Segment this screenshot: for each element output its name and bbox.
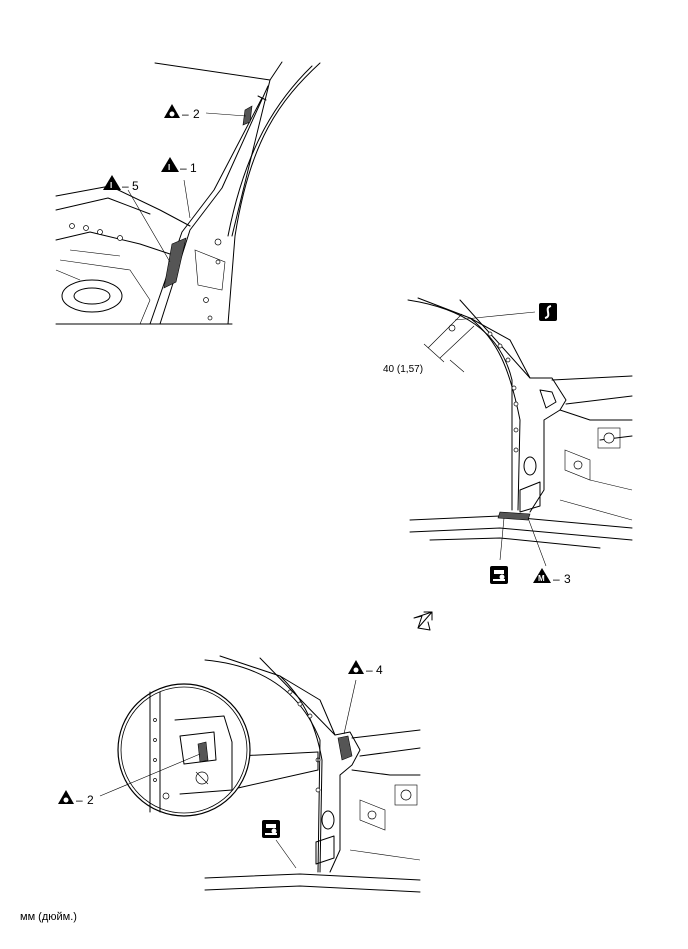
svg-text:–: – — [182, 107, 189, 121]
svg-text:–: – — [180, 161, 187, 175]
callout-bot-4: – 4 — [348, 660, 383, 677]
mig-weld-icon — [161, 157, 179, 172]
middle-view — [407, 297, 633, 567]
units-note: мм (дюйм.) — [20, 911, 77, 923]
callout-number: 5 — [132, 179, 139, 193]
zoom-inset — [99, 683, 251, 817]
weld-strip-bottom — [497, 511, 531, 521]
svg-text:M: M — [538, 574, 545, 583]
spot-weld-remover-icon — [490, 566, 508, 584]
callout-number: 2 — [87, 793, 94, 807]
callout-top-5: I – 5 — [103, 175, 139, 193]
weld-strip-inset — [197, 741, 209, 763]
svg-text:–: – — [366, 663, 373, 677]
callout-number: 2 — [193, 107, 200, 121]
callout-number: 3 — [564, 572, 571, 586]
cut-icon — [539, 303, 557, 321]
callout-top-2: – 2 — [164, 104, 200, 121]
weld-strip-pillar — [337, 735, 353, 761]
svg-text:–: – — [76, 793, 83, 807]
callout-number: 4 — [376, 663, 383, 677]
spot-sealer-icon — [164, 104, 180, 118]
bottom-view — [204, 655, 421, 893]
callout-bot-2: – 2 — [58, 790, 94, 807]
svg-text:–: – — [553, 572, 560, 586]
callout-top-1: I – 1 — [161, 157, 197, 175]
spot-weld-remover-icon-bottom — [262, 820, 280, 838]
mig-braze-icon — [533, 568, 551, 583]
top-view — [55, 61, 321, 325]
svg-text:–: – — [122, 179, 129, 193]
spot-sealer-icon — [348, 660, 364, 674]
mig-weld-icon — [103, 175, 121, 190]
weld-strip-lower — [163, 237, 187, 289]
callout-number: 1 — [190, 161, 197, 175]
callout-mid-3: M – 3 — [533, 568, 571, 586]
dimension-label: 40 (1,57) — [383, 364, 423, 375]
view-direction-arrow-icon — [413, 611, 433, 631]
weld-strip-upper — [242, 105, 253, 126]
svg-text:I: I — [168, 163, 170, 172]
svg-text:I: I — [110, 181, 112, 190]
spot-sealer-icon — [58, 790, 74, 804]
